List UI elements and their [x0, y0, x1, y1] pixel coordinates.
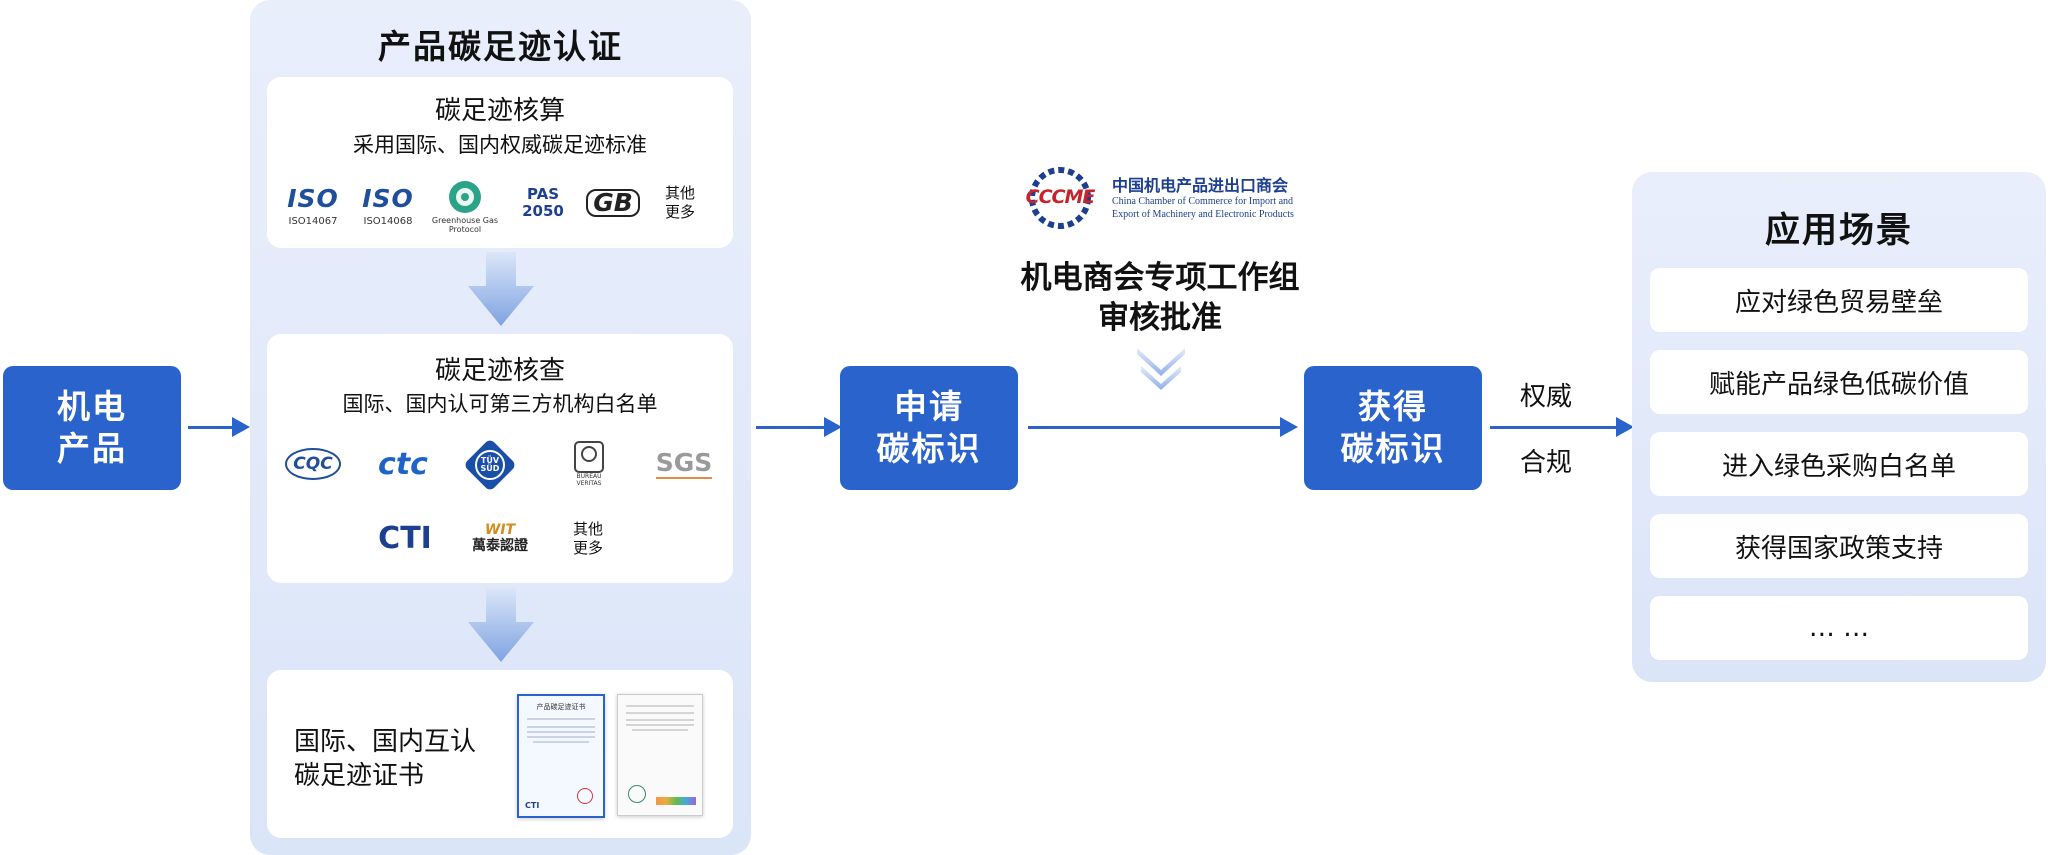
more-line1: 其他	[572, 520, 603, 538]
color-strip-icon	[656, 797, 696, 805]
product-box-line1: 机电	[57, 387, 127, 426]
verification-subtitle: 国际、国内认可第三方机构白名单	[342, 392, 658, 416]
cccme-logo-text: CCCME	[1025, 186, 1096, 208]
product-box-line2: 产品	[57, 429, 127, 468]
certificate-image-2	[617, 694, 703, 816]
obtain-box: 获得 碳标识	[1304, 366, 1482, 490]
arrow-head-icon	[1280, 417, 1298, 437]
cti-logo: CTI	[375, 516, 435, 560]
accounting-more: 其他 更多	[657, 181, 703, 225]
cccme-name-en-2: Export of Machinery and Electronic Produ…	[1112, 209, 1294, 220]
cccme-approval-line1: 机电商会专项工作组	[1020, 260, 1300, 296]
ghg-protocol-label: Greenhouse Gas Protocol	[431, 216, 499, 234]
cert-panel-title: 产品碳足迹认证	[378, 27, 623, 66]
arrow-head-icon	[824, 417, 842, 437]
verification-more: 其他 更多	[563, 516, 613, 562]
seal-icon	[577, 788, 593, 804]
ctc-logo: ctc	[371, 442, 435, 486]
bureau-veritas-logo: BUREAU VERITAS	[567, 436, 611, 492]
scene-item: 获得国家政策支持	[1650, 514, 2028, 578]
sgs-text: SGS	[655, 448, 713, 479]
certificate-line2: 碳足迹证书	[294, 761, 425, 791]
obtain-box-line2: 碳标识	[1340, 429, 1446, 468]
certificate-image-1-title: 产品碳足迹证书	[536, 703, 586, 711]
obtain-box-line1: 获得	[1358, 387, 1428, 426]
bureau-veritas-icon	[574, 441, 604, 473]
tuv-logo: TÜV SÜD	[463, 438, 517, 492]
iso-logo-sub: ISO14068	[363, 215, 413, 227]
cccme-name-en-1: China Chamber of Commerce for Import and	[1112, 196, 1294, 207]
ghg-protocol-logo: Greenhouse Gas Protocol	[427, 175, 503, 239]
apply-box: 申请 碳标识	[840, 366, 1018, 490]
verification-card: 碳足迹核查 国际、国内认可第三方机构白名单 CQC ctc TÜV SÜD BU…	[267, 334, 733, 583]
pas2050-logo: PAS 2050	[509, 181, 577, 225]
certificate-image-1-logo: CTI	[525, 801, 540, 810]
certificate-image-1: 产品碳足迹证书 CTI	[517, 694, 605, 818]
cqc-text: CQC	[285, 448, 341, 480]
arrow-cert-to-apply	[756, 426, 830, 429]
down-arrow-icon	[468, 252, 534, 326]
accounting-title: 碳足迹核算	[434, 96, 565, 126]
tuv-text: TÜV SÜD	[475, 450, 505, 480]
iso14067-logo: ISO ISO14067	[283, 177, 343, 233]
cccme-name-cn: 中国机电产品进出口商会	[1112, 176, 1289, 195]
more-line1: 其他	[664, 184, 695, 202]
cccme-logo: CCCME 中国机电产品进出口商会 China Chamber of Comme…	[1022, 166, 1302, 230]
bureau-veritas-label: BUREAU VERITAS	[576, 473, 602, 487]
cert-panel: 产品碳足迹认证 碳足迹核算 采用国际、国内权威碳足迹标准 ISO ISO1406…	[250, 0, 751, 855]
pas2050-text: PAS 2050	[522, 185, 564, 220]
certificate-card: 国际、国内互认 碳足迹证书 产品碳足迹证书 CTI	[267, 670, 733, 838]
cccme-approval-line2: 审核批准	[1098, 300, 1222, 336]
cccme-gear-icon	[1029, 167, 1091, 229]
ctc-text: ctc	[378, 446, 428, 482]
gb-logo: GB	[585, 183, 641, 223]
scene-item: 进入绿色采购白名单	[1650, 432, 2028, 496]
apply-box-line2: 碳标识	[876, 429, 982, 468]
iso-logo-sub: ISO14067	[288, 215, 338, 227]
wantai-mark-icon: WIT	[484, 522, 516, 538]
certificate-line1: 国际、国内互认	[294, 727, 477, 757]
down-arrow-icon	[468, 588, 534, 662]
arrow-head-icon	[1616, 417, 1634, 437]
chevron-down-icon	[1137, 348, 1185, 390]
arrow-apply-to-obtain	[1028, 426, 1286, 429]
cqc-logo: CQC	[285, 444, 341, 484]
more-line2: 更多	[572, 539, 603, 557]
apply-box-line1: 申请	[894, 387, 964, 426]
cti-text: CTI	[378, 520, 432, 556]
sgs-logo: SGS	[649, 446, 719, 482]
iso14068-logo: ISO ISO14068	[358, 177, 418, 233]
scene-item: 赋能产品绿色低碳价值	[1650, 350, 2028, 414]
arrow-product-to-cert	[188, 426, 238, 429]
wantai-logo: WIT 萬泰認證	[467, 518, 533, 558]
iso-logo-word: ISO	[362, 183, 414, 213]
wantai-text: 萬泰認證	[472, 538, 528, 554]
gb-text: GB	[586, 189, 640, 217]
iso-logo-word: ISO	[287, 183, 339, 213]
arrow-head-icon	[232, 417, 250, 437]
seal-icon	[628, 785, 646, 803]
scenes-title: 应用场景	[1764, 211, 1913, 251]
ghg-protocol-icon	[449, 181, 481, 213]
more-line2: 更多	[664, 203, 695, 221]
accounting-card: 碳足迹核算 采用国际、国内权威碳足迹标准 ISO ISO14067 ISO IS…	[267, 77, 733, 248]
accounting-subtitle: 采用国际、国内权威碳足迹标准	[353, 133, 647, 157]
scene-item: 应对绿色贸易壁垒	[1650, 268, 2028, 332]
scene-item: … …	[1650, 596, 2028, 660]
arrow-obtain-to-scenes	[1490, 426, 1622, 429]
arrow-label-top: 权威	[1520, 382, 1573, 412]
tuv-badge-icon: TÜV SÜD	[463, 438, 517, 492]
product-box: 机电 产品	[3, 366, 181, 490]
arrow-label-bottom: 合规	[1520, 448, 1573, 478]
verification-title: 碳足迹核查	[434, 356, 565, 386]
